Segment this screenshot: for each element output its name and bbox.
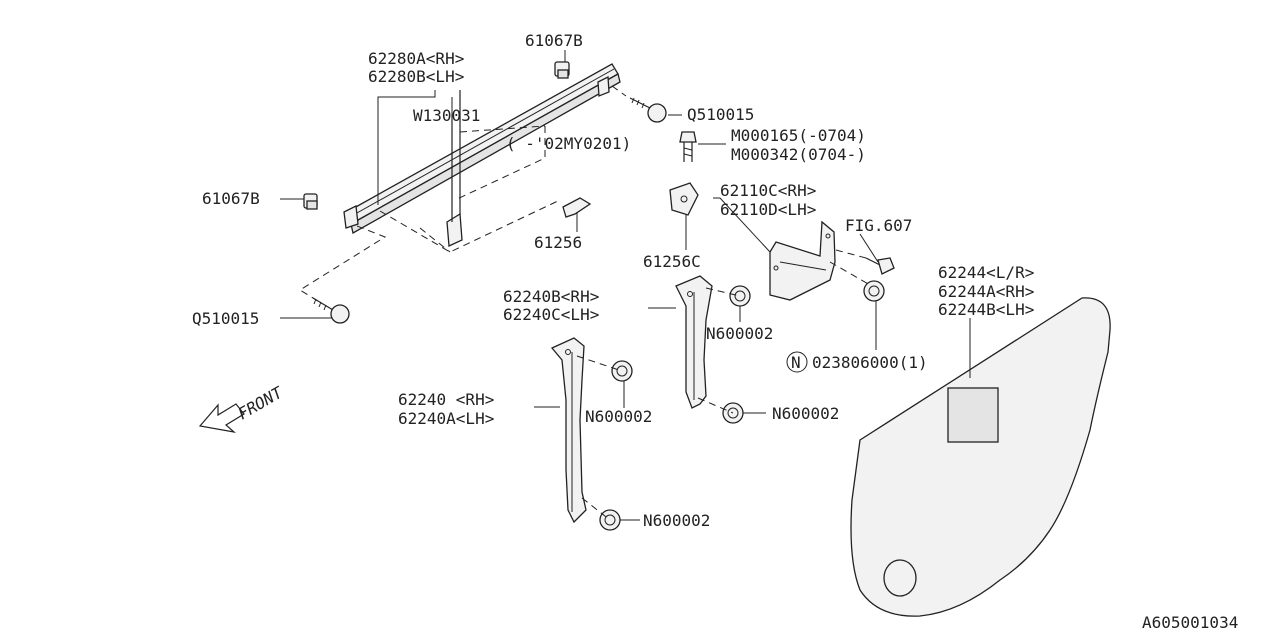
label-fig607: FIG.607 xyxy=(845,216,912,235)
label-62240b: 62240B<RH> xyxy=(503,287,599,306)
label-62110d: 62110D<LH> xyxy=(720,200,816,219)
label-n600002-b: N600002 xyxy=(585,407,652,426)
bracket-62110 xyxy=(769,220,836,301)
clip-61067b-top xyxy=(554,61,570,79)
label-62280a: 62280A<RH> xyxy=(368,49,464,68)
bracket-61256c xyxy=(669,182,699,216)
clip-61256 xyxy=(562,197,592,218)
sash-bracket-w130031 xyxy=(446,90,463,247)
nut-023806000 xyxy=(863,280,885,302)
label-62110c: 62110C<RH> xyxy=(720,181,816,200)
label-023806000: 023806000(1) xyxy=(812,353,928,372)
nut-n600002-a xyxy=(729,285,751,307)
label-62280b: 62280B<LH> xyxy=(368,67,464,86)
label-62244: 62244<L/R> xyxy=(938,263,1034,282)
n-circle-symbol xyxy=(786,351,808,373)
n-circle-letter: N xyxy=(791,353,801,372)
label-61256c: 61256C xyxy=(643,252,701,271)
bolt-m000165 xyxy=(679,131,697,162)
label-q510015-top: Q510015 xyxy=(687,105,754,124)
clip-61067b-left xyxy=(303,193,318,210)
label-q510015-left: Q510015 xyxy=(192,309,259,328)
label-n600002-d: N600002 xyxy=(643,511,710,530)
callout-labels: 61067B 62280A<RH> 62280B<LH> W130031 ( -… xyxy=(192,31,1238,632)
label-62244b: 62244B<LH> xyxy=(938,300,1034,319)
label-62240: 62240 <RH> xyxy=(398,390,494,409)
label-m000165: M000165(-0704) xyxy=(731,126,866,145)
screw-q510015-top xyxy=(629,97,667,123)
label-62244a: 62244A<RH> xyxy=(938,282,1034,301)
nut-n600002-b xyxy=(611,360,633,382)
front-label: FRONT xyxy=(235,382,287,423)
label-w130031: W130031 xyxy=(413,106,480,125)
label-61256: 61256 xyxy=(534,233,582,252)
front-arrow-icon xyxy=(198,403,245,433)
label-n600002-c: N600002 xyxy=(772,404,839,423)
nut-n600002-d xyxy=(599,509,621,531)
screw-q510015-left xyxy=(312,297,350,324)
label-02my0201: ( -'02MY0201) xyxy=(506,134,631,153)
label-61067b-left: 61067B xyxy=(202,189,260,208)
belt-molding-62280 xyxy=(343,63,621,234)
leader-lines xyxy=(280,50,971,521)
label-m000342: M000342(0704-) xyxy=(731,145,866,164)
bolt-fig607 xyxy=(865,257,895,275)
label-61067b-top: 61067B xyxy=(525,31,583,50)
label-62240c: 62240C<LH> xyxy=(503,305,599,324)
figure-id: A605001034 xyxy=(1142,613,1238,632)
rail-62240 xyxy=(550,337,587,524)
sealing-cover-62244 xyxy=(850,297,1111,617)
label-n600002-a: N600002 xyxy=(706,324,773,343)
label-62240a: 62240A<LH> xyxy=(398,409,494,428)
dashed-guides xyxy=(299,85,871,521)
